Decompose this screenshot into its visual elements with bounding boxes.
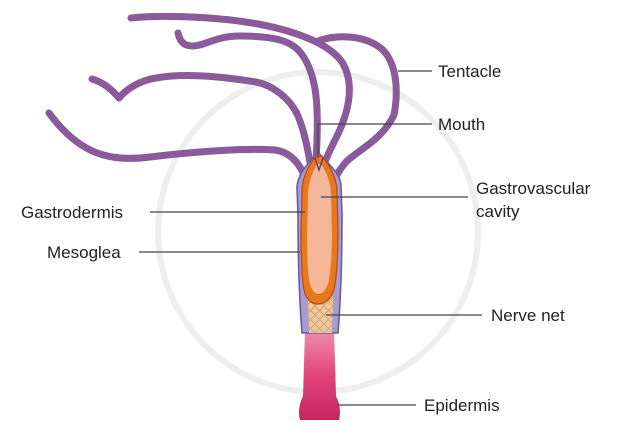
label-nerve-net: Nerve net bbox=[491, 306, 565, 325]
label-epidermis: Epidermis bbox=[424, 396, 500, 415]
mouth-opening bbox=[314, 157, 324, 173]
nerve-net-pattern bbox=[308, 296, 333, 333]
tentacle-2 bbox=[174, 29, 321, 180]
gastrovascular-cavity bbox=[307, 164, 332, 294]
leader-lines bbox=[139, 70, 482, 406]
tentacle-5 bbox=[312, 33, 400, 190]
label-gastrovascular-line1: Gastrovascular bbox=[476, 179, 591, 198]
label-tentacle: Tentacle bbox=[438, 62, 501, 81]
mouth-leader bbox=[317, 123, 432, 158]
foot bbox=[299, 330, 340, 420]
tentacles bbox=[45, 12, 400, 190]
label-gastrodermis: Gastrodermis bbox=[21, 203, 123, 222]
tentacle-1 bbox=[127, 12, 353, 182]
label-gastrovascular-line2: cavity bbox=[476, 202, 520, 221]
label-mesoglea: Mesoglea bbox=[47, 243, 121, 262]
tentacle-3 bbox=[88, 71, 317, 182]
tentacle-4 bbox=[45, 109, 310, 184]
label-mouth: Mouth bbox=[438, 115, 485, 134]
